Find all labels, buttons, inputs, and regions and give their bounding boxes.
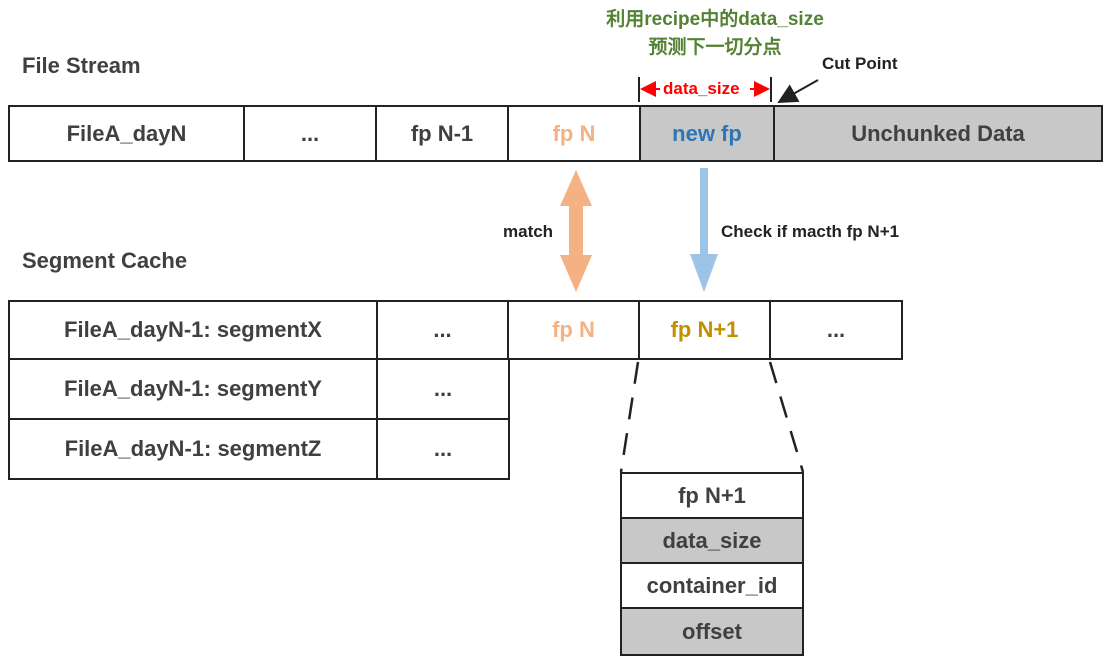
file-stream-cell-fp-n-1: fp N-1	[377, 107, 509, 160]
detail-dash-right	[768, 361, 805, 473]
segment-x-name: FileA_dayN-1: segmentX	[10, 302, 378, 358]
match-double-arrow	[560, 170, 592, 292]
segment-z-ellipsis: ...	[433, 436, 453, 461]
entry-offset: offset	[622, 609, 802, 654]
segment-cache-label: Segment Cache	[22, 248, 188, 273]
file-stream-cell-ellipsis: ...	[245, 107, 377, 160]
file-stream-cell-unchunked-data: Unchunked Data	[775, 107, 1101, 160]
cut-point-label: Cut Point	[822, 54, 898, 73]
cut-point-arrow	[777, 79, 819, 103]
check-arrow	[690, 168, 718, 292]
check-label: Check if macth fp N+1	[721, 222, 900, 241]
segment-z-name: FileA_dayN-1: segmentZ	[10, 420, 378, 478]
segment-y-ellipsis: ...	[433, 376, 453, 401]
segment-x-ellipsis-2: ...	[826, 317, 846, 342]
entry-fp-n-plus-1: fp N+1	[622, 474, 802, 519]
entry-container-id: container_id	[622, 564, 802, 609]
annotation-note: 利用recipe中的data_size 预测下一切分点	[560, 6, 870, 62]
file-stream-cell-filea-dayn: FileA_dayN	[10, 107, 245, 160]
segment-x-ellipsis-1: ...	[378, 302, 509, 358]
annotation-line-2: 预测下一切分点	[648, 37, 782, 58]
entry-data-size: data_size	[622, 519, 802, 564]
detail-dash-left	[619, 361, 640, 473]
segment-row-z: FileA_dayN-1: segmentZ ...	[8, 418, 510, 480]
entry-detail-stack: fp N+1 data_size container_id offset	[620, 472, 804, 656]
file-stream-label: File Stream	[22, 53, 141, 78]
file-stream-cell-new-fp: new fp	[641, 107, 775, 160]
segment-x-fp-n-plus-1: fp N+1	[640, 302, 771, 358]
annotation-line-1: 利用recipe中的data_size	[606, 9, 824, 30]
match-label: match	[503, 222, 554, 241]
segment-x-fp-n: fp N	[509, 302, 640, 358]
file-stream-row: FileA_dayN ... fp N-1 fp N new fp Unchun…	[8, 105, 1103, 162]
segment-y-name: FileA_dayN-1: segmentY	[10, 360, 378, 418]
data-size-span-label: data_size	[661, 79, 742, 99]
file-stream-cell-fp-n: fp N	[509, 107, 641, 160]
